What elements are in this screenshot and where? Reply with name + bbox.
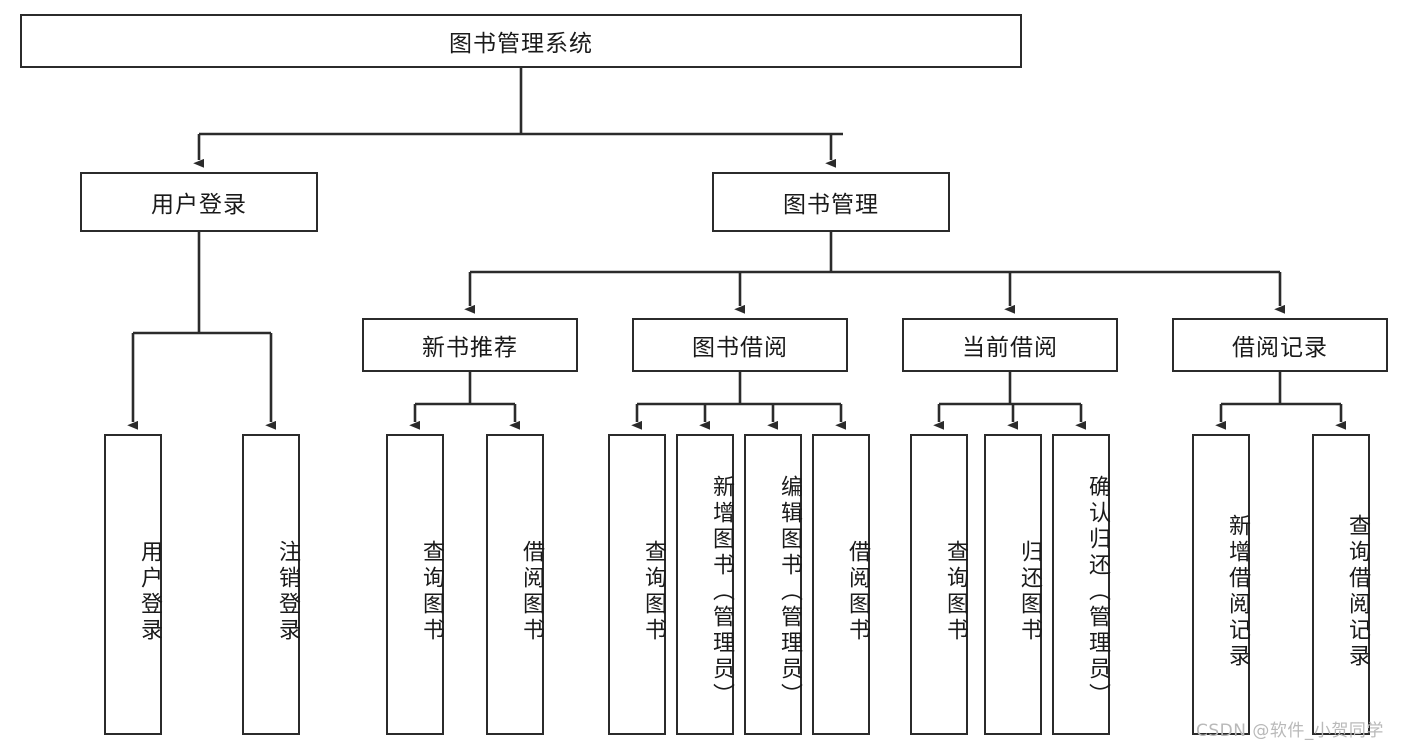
node-level2-label: 图书管理 (783, 192, 879, 218)
node-leaf-3[interactable]: 借阅图书 (486, 434, 544, 735)
node-leaf-label: 归还图书 (1017, 539, 1042, 644)
node-leaf-11[interactable]: 新增借阅记录 (1192, 434, 1250, 735)
node-root-label: 图书管理系统 (449, 31, 593, 57)
csdn-watermark: CSDN @软件_小贺同学 (1196, 721, 1384, 741)
node-leaf-label: 查询图书 (419, 539, 444, 644)
node-leaf-label: 注销登录 (275, 539, 300, 644)
node-level3-0[interactable]: 新书推荐 (362, 318, 578, 372)
node-leaf-label: 新增借阅记录 (1225, 513, 1250, 670)
node-level3-label: 当前借阅 (962, 335, 1058, 361)
node-leaf-0[interactable]: 用户登录 (104, 434, 162, 735)
node-leaf-8[interactable]: 查询图书 (910, 434, 968, 735)
node-leaf-4[interactable]: 查询图书 (608, 434, 666, 735)
node-leaf-label: 借阅图书 (519, 539, 544, 644)
node-leaf-5[interactable]: 新增图书（管理员） (676, 434, 734, 735)
node-leaf-2[interactable]: 查询图书 (386, 434, 444, 735)
node-leaf-12[interactable]: 查询借阅记录 (1312, 434, 1370, 735)
node-root[interactable]: 图书管理系统 (20, 14, 1022, 68)
node-level3-label: 图书借阅 (692, 335, 788, 361)
node-leaf-label: 查询图书 (641, 539, 666, 644)
node-level3-label: 新书推荐 (422, 335, 518, 361)
node-level3-1[interactable]: 图书借阅 (632, 318, 848, 372)
node-leaf-label: 借阅图书 (845, 539, 870, 644)
node-leaf-label: 确认归还（管理员） (1085, 474, 1110, 709)
node-leaf-9[interactable]: 归还图书 (984, 434, 1042, 735)
node-level2-label: 用户登录 (151, 192, 247, 218)
node-leaf-label: 查询图书 (943, 539, 968, 644)
node-leaf-label: 新增图书（管理员） (709, 474, 734, 709)
node-level3-3[interactable]: 借阅记录 (1172, 318, 1388, 372)
node-leaf-label: 查询借阅记录 (1345, 513, 1370, 670)
node-level2-0[interactable]: 用户登录 (80, 172, 318, 232)
node-leaf-1[interactable]: 注销登录 (242, 434, 300, 735)
node-level2-1[interactable]: 图书管理 (712, 172, 950, 232)
node-level3-2[interactable]: 当前借阅 (902, 318, 1118, 372)
node-leaf-label: 编辑图书（管理员） (777, 474, 802, 709)
node-level3-label: 借阅记录 (1232, 335, 1328, 361)
node-leaf-label: 用户登录 (137, 539, 162, 644)
node-leaf-10[interactable]: 确认归还（管理员） (1052, 434, 1110, 735)
node-leaf-7[interactable]: 借阅图书 (812, 434, 870, 735)
node-leaf-6[interactable]: 编辑图书（管理员） (744, 434, 802, 735)
